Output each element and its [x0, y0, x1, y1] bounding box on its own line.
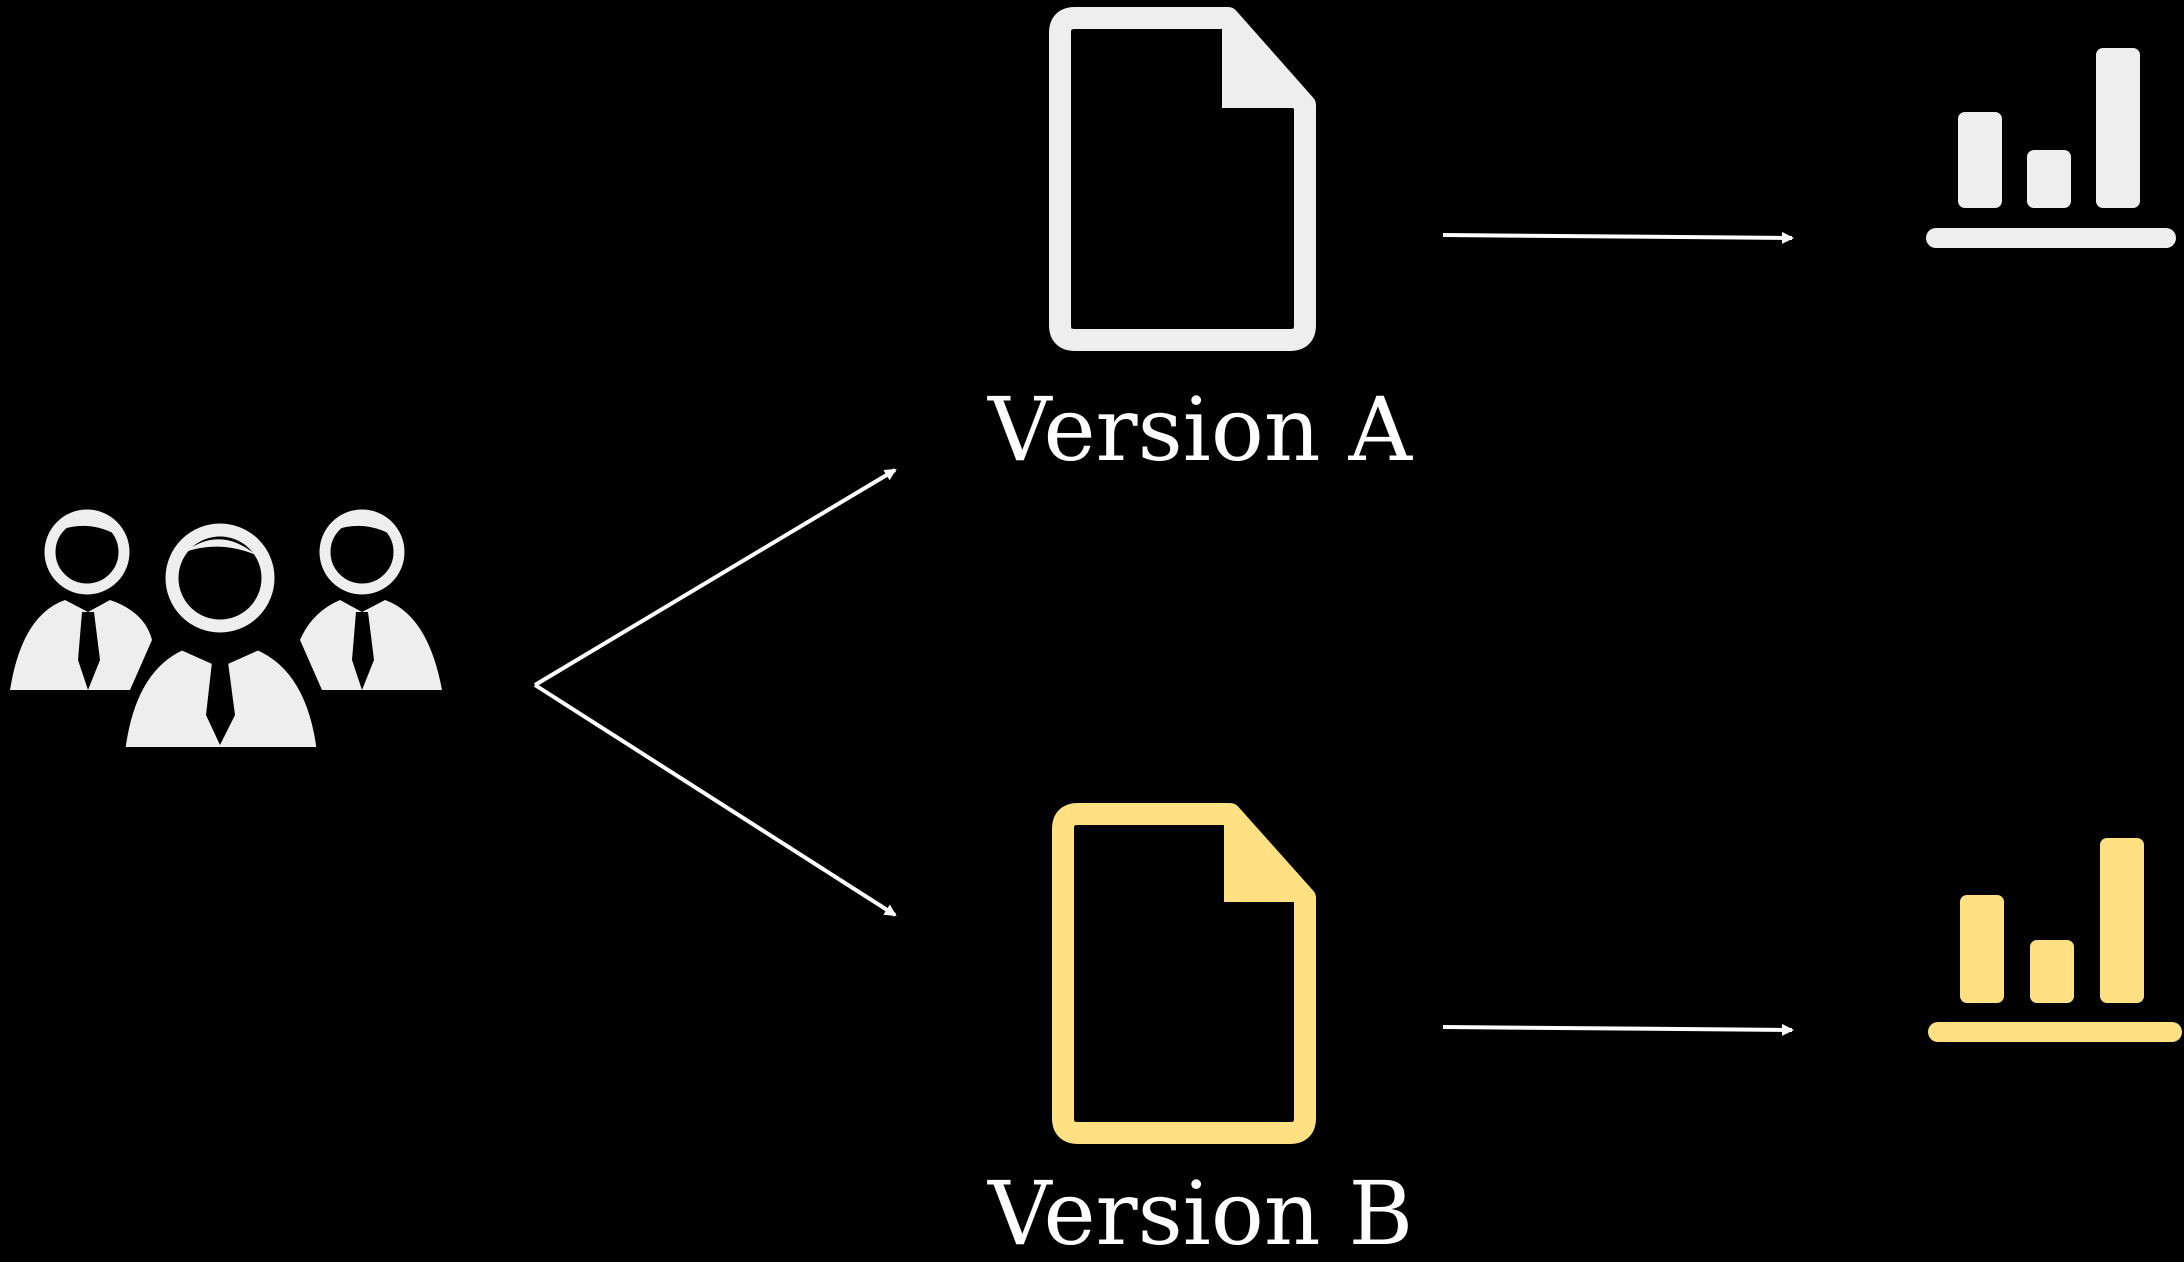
arrow-to-version-b: [533, 683, 897, 917]
bar-chart-icon-version-b: [1928, 838, 2182, 1042]
document-icon-version-b: [1052, 803, 1316, 1144]
version-a-label: Version A: [988, 378, 1413, 481]
arrow-version-a-to-results: [1442, 231, 1794, 244]
user-left-icon: [10, 509, 152, 690]
document-icon-version-a: [1049, 7, 1316, 351]
users-group-icon: [10, 509, 442, 757]
version-b-label: Version B: [988, 1162, 1414, 1262]
arrow-version-b-to-results: [1442, 1023, 1794, 1036]
user-right-icon: [300, 509, 442, 690]
split-arrows: [533, 468, 897, 917]
user-center-icon: [114, 523, 328, 757]
bar-chart-icon-version-a: [1926, 48, 2176, 248]
arrow-to-version-a: [533, 468, 897, 687]
